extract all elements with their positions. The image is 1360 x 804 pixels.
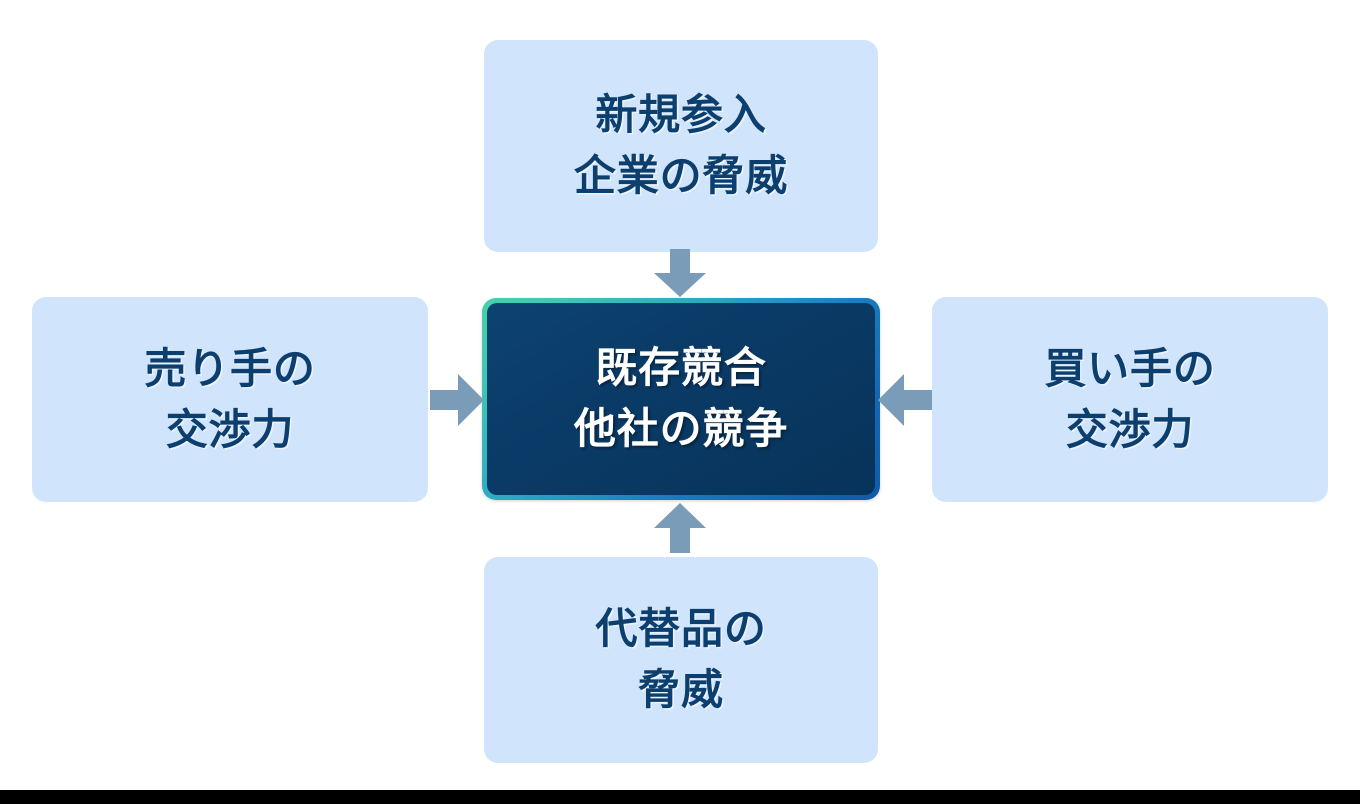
bottom-strip — [0, 790, 1360, 804]
force-box-new-entrants[interactable]: 新規参入 企業の脅威 — [484, 40, 878, 252]
force-box-suppliers-line2: 交渉力 — [165, 404, 295, 454]
force-box-substitutes-line1: 代替品の — [595, 604, 767, 654]
force-box-new-entrants-line2: 企業の脅威 — [573, 151, 789, 200]
force-box-rivalry-line2: 他社の競争 — [573, 404, 789, 453]
force-box-buyers-line1: 買い手の — [1044, 343, 1216, 393]
arrow-left-icon — [878, 372, 932, 428]
force-box-rivalry-line1: 既存競合 — [595, 343, 767, 393]
arrow-up-icon — [652, 503, 708, 553]
force-box-supplier-bargaining-power[interactable]: 売り手の 交渉力 — [32, 297, 428, 502]
force-box-competitive-rivalry[interactable]: 既存競合 他社の競争 — [482, 298, 880, 500]
arrow-down-icon — [652, 249, 708, 297]
force-box-buyer-bargaining-power[interactable]: 買い手の 交渉力 — [932, 297, 1328, 502]
force-box-suppliers-line1: 売り手の — [144, 343, 316, 393]
force-box-buyers-line2: 交渉力 — [1065, 404, 1195, 454]
force-box-substitutes[interactable]: 代替品の 脅威 — [484, 557, 878, 763]
force-box-rivalry-inner: 既存競合 他社の競争 — [487, 303, 875, 495]
force-box-new-entrants-line1: 新規参入 — [595, 90, 767, 140]
arrow-right-icon — [430, 372, 484, 428]
force-box-substitutes-line2: 脅威 — [638, 665, 724, 714]
